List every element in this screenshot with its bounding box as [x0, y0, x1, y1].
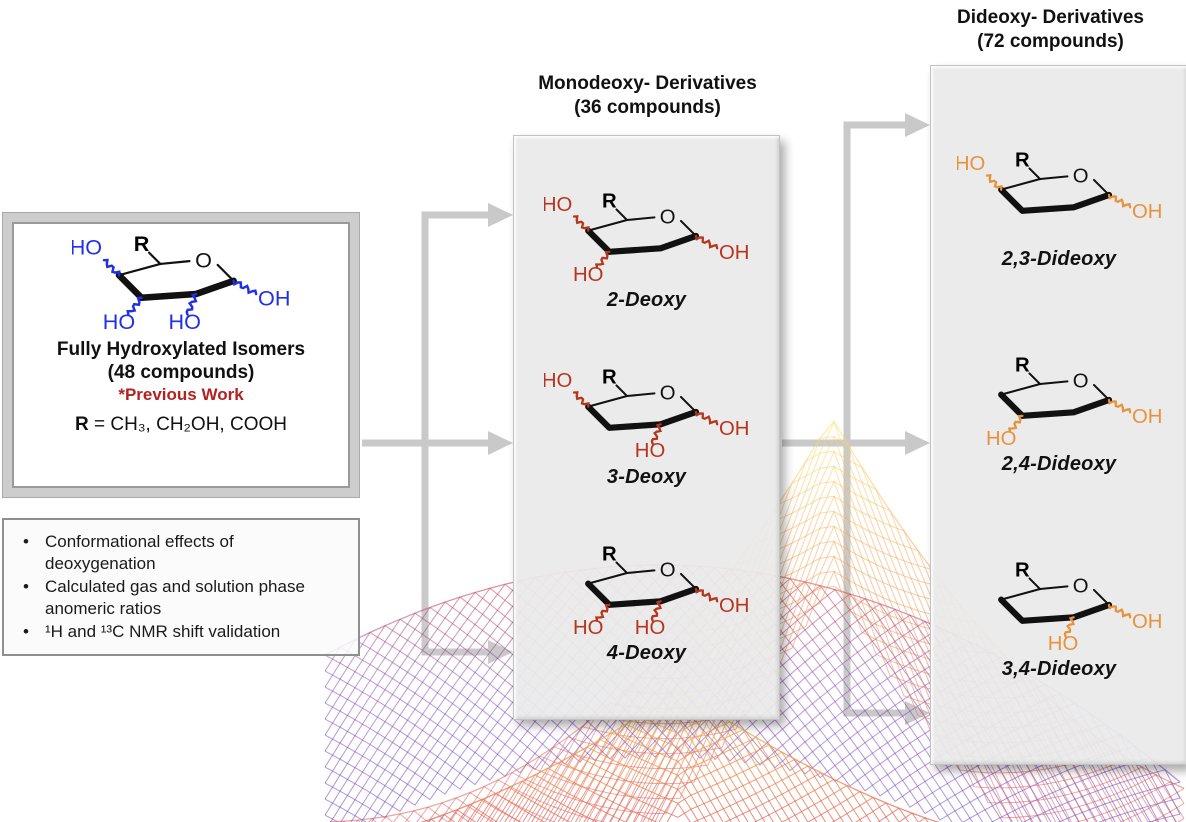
svg-text:HO: HO: [985, 428, 1015, 449]
svg-text:OH: OH: [258, 285, 290, 310]
left-box-count: (48 compounds): [107, 362, 255, 384]
svg-text:OH: OH: [1131, 201, 1161, 223]
svg-text:OH: OH: [719, 595, 749, 617]
svg-text:O: O: [660, 206, 676, 228]
block-3-4-dideoxy: O R HO OH 3,4-Dideoxy: [957, 559, 1162, 681]
key-points-box: Conformational effects of deoxygenation …: [2, 518, 360, 656]
svg-text:O: O: [1072, 575, 1088, 597]
label-2-4-dideoxy: 2,4-Dideoxy: [1001, 453, 1117, 476]
svg-text:O: O: [1072, 370, 1088, 392]
svg-text:R: R: [1015, 354, 1030, 376]
left-box-title: Fully Hydroxylated Isomers: [56, 339, 306, 361]
structure-2-4-dideoxy: O R HO OH: [957, 354, 1161, 449]
monodeoxy-panel: O R HO HO OH 2-Deoxy O R HO HO OH 3-Deoxy O R HO HO…: [513, 135, 780, 720]
structure-2-deoxy: O R HO HO OH: [544, 190, 749, 286]
previous-work-note: *Previous Work: [118, 385, 244, 405]
label-2-deoxy: 2-Deoxy: [606, 289, 687, 312]
svg-text:O: O: [1072, 165, 1088, 187]
r-definition: R = CH₃, CH₂OH, COOH: [75, 414, 287, 436]
block-2-deoxy: O R HO HO OH 2-Deoxy: [544, 190, 749, 312]
label-2-3-dideoxy: 2,3-Dideoxy: [1001, 248, 1117, 271]
svg-text:HO: HO: [1047, 633, 1077, 654]
svg-text:OH: OH: [1131, 611, 1161, 633]
fully-hydroxylated-box: O R HO HO HO OH Fully Hydroxylated Isomers (4…: [2, 212, 360, 498]
block-3-deoxy: O R HO HO OH 3-Deoxy: [544, 366, 749, 488]
dideoxy-title-line1: Dideoxy- Derivatives: [957, 7, 1144, 28]
svg-text:HO: HO: [169, 309, 201, 334]
label-3-deoxy: 3-Deoxy: [606, 465, 687, 488]
svg-text:R: R: [602, 191, 617, 213]
svg-text:R: R: [134, 232, 150, 256]
svg-text:HO: HO: [635, 440, 665, 461]
bullet-conformational: Conformational effects of deoxygenation: [12, 531, 340, 575]
block-2-4-dideoxy: O R HO OH 2,4-Dideoxy: [957, 354, 1161, 476]
fully-hydroxylated-box-inner: O R HO HO HO OH Fully Hydroxylated Isomers (4…: [12, 222, 350, 488]
svg-text:HO: HO: [573, 264, 603, 285]
svg-text:OH: OH: [719, 242, 749, 264]
svg-text:HO: HO: [544, 194, 572, 216]
structure-2-3-dideoxy: O R HO OH: [957, 149, 1162, 244]
label-3-4-dideoxy: 3,4-Dideoxy: [1001, 658, 1117, 681]
svg-text:OH: OH: [1131, 406, 1161, 428]
svg-text:HO: HO: [72, 235, 102, 260]
monodeoxy-title-line2: (36 compounds): [574, 96, 721, 118]
svg-text:OH: OH: [719, 418, 749, 440]
block-2-3-dideoxy: O R HO OH 2,3-Dideoxy: [957, 149, 1162, 271]
structure-3-deoxy: O R HO HO OH: [544, 366, 749, 462]
svg-text:R: R: [1015, 560, 1030, 582]
svg-text:HO: HO: [573, 617, 603, 638]
dideoxy-title-line2: (72 compounds): [977, 30, 1124, 52]
svg-text:R: R: [602, 543, 617, 565]
structure-fully-hydroxylated: O R HO HO HO OH: [72, 232, 290, 333]
svg-text:HO: HO: [635, 617, 665, 638]
structure-4-deoxy: O R HO HO OH: [544, 543, 749, 638]
svg-text:HO: HO: [103, 309, 135, 334]
svg-text:R: R: [1015, 149, 1030, 171]
dideoxy-title: Dideoxy- Derivatives (72 compounds): [915, 6, 1186, 54]
svg-text:O: O: [660, 559, 676, 581]
svg-text:O: O: [195, 248, 212, 273]
label-4-deoxy: 4-Deoxy: [606, 642, 687, 665]
dideoxy-panel: O R HO OH 2,3-Dideoxy O R HO OH 2,4-Dideoxy O R…: [930, 65, 1186, 765]
r-groups: = CH₃, CH₂OH, COOH: [88, 414, 287, 436]
bullet-calculated: Calculated gas and solution phase anomer…: [12, 576, 340, 620]
svg-text:HO: HO: [957, 153, 985, 175]
bullet-nmr: ¹H and ¹³C NMR shift validation: [12, 621, 340, 643]
svg-text:R: R: [602, 367, 617, 389]
monodeoxy-title: Monodeoxy- Derivatives (36 compounds): [470, 72, 825, 120]
svg-text:O: O: [660, 383, 676, 405]
r-symbol: R: [74, 414, 89, 436]
monodeoxy-title-line1: Monodeoxy- Derivatives: [538, 73, 757, 94]
structure-3-4-dideoxy: O R HO OH: [957, 559, 1162, 654]
svg-text:HO: HO: [544, 370, 572, 392]
block-4-deoxy: O R HO HO OH 4-Deoxy: [544, 543, 749, 665]
